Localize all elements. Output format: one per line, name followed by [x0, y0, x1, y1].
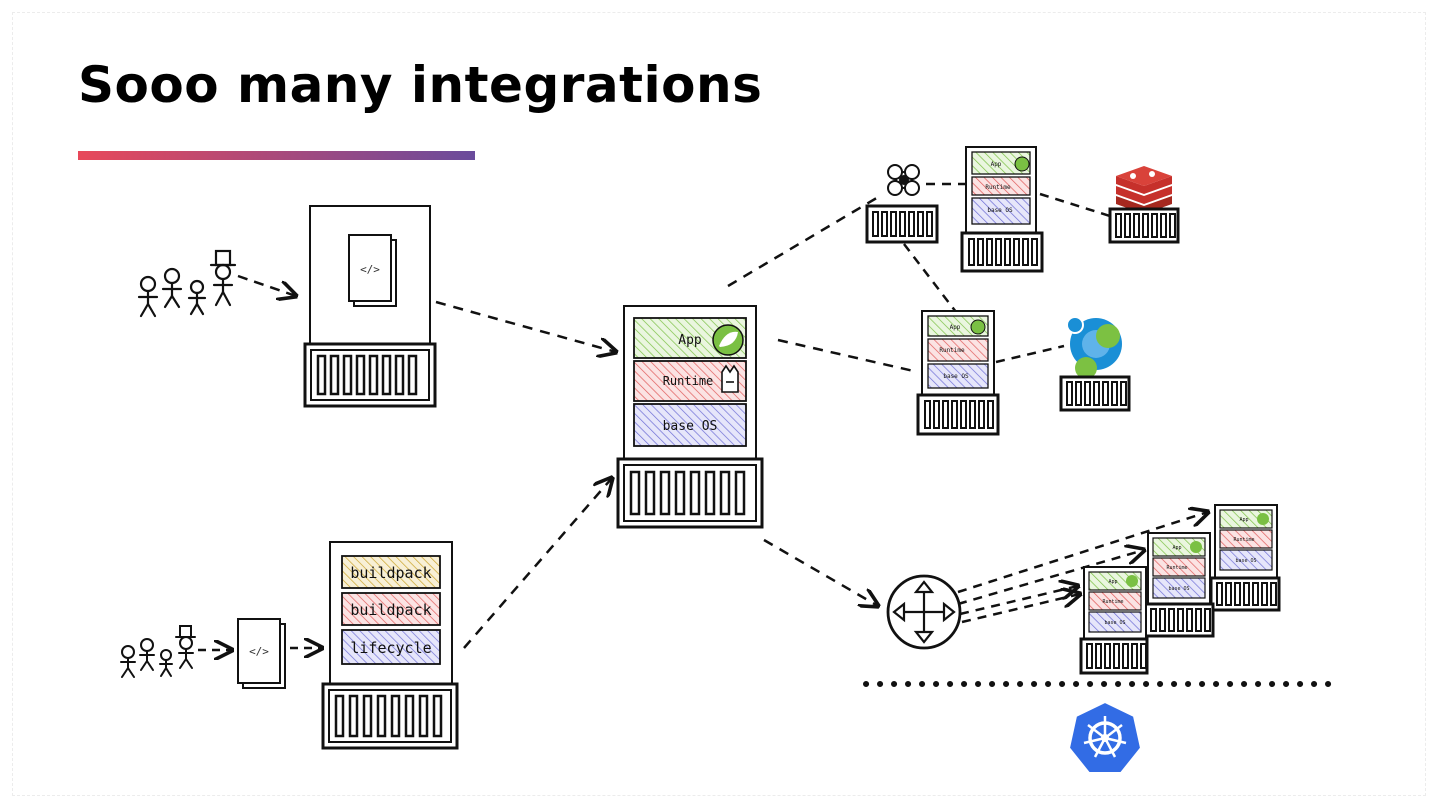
builder-box: buildpack buildpack lifecycle — [329, 541, 453, 687]
svg-text:Runtime: Runtime — [1102, 599, 1123, 605]
svg-text:App: App — [1239, 517, 1248, 523]
main-container-base — [616, 457, 764, 529]
neo4j-icon — [1066, 316, 1122, 379]
svg-text:Runtime: Runtime — [1233, 537, 1254, 543]
app-image-k8s-1-base — [1079, 637, 1149, 675]
main-layer-os: base OS — [663, 419, 718, 434]
main-layer-app: App — [678, 333, 702, 348]
main-image: App Runtime base OS — [623, 305, 757, 463]
builder-container-base — [321, 682, 459, 750]
builder-layer-lifecycle: lifecycle — [350, 639, 431, 657]
svg-text:base OS: base OS — [987, 207, 1013, 214]
title-underline — [78, 151, 475, 160]
app-image-middle: App Runtime base OS — [921, 310, 995, 398]
slide-frame — [12, 12, 1426, 796]
spring-leaf-icon — [712, 324, 744, 356]
svg-text:App: App — [1108, 579, 1117, 585]
app-image-k8s-3-base — [1209, 576, 1281, 612]
app-image-middle-base — [916, 393, 1000, 436]
svg-text:base OS: base OS — [1168, 586, 1189, 592]
redis-icon — [1116, 166, 1172, 214]
svg-text:base OS: base OS — [943, 373, 969, 380]
svg-text:App: App — [991, 161, 1002, 168]
container-base-icon — [303, 342, 437, 408]
builder-layer-buildpack-1: buildpack — [350, 564, 431, 582]
main-layer-runtime: Runtime — [663, 374, 714, 388]
app-image-k8s-3: App Runtime base OS — [1214, 504, 1278, 582]
runtime-cat-icon — [721, 364, 739, 393]
source-build-box: </> — [309, 205, 431, 347]
slide-title: Sooo many integrations — [78, 56, 763, 114]
mesh-container-base — [865, 204, 939, 244]
developers-icon — [137, 249, 237, 318]
router-icon — [886, 574, 962, 650]
app-image-k8s-2-base — [1143, 602, 1215, 638]
svg-text:Runtime: Runtime — [939, 347, 965, 354]
source-code-bottom-icon: </> — [237, 618, 286, 689]
app-image-top-base — [960, 231, 1044, 273]
svg-text:Runtime: Runtime — [985, 184, 1011, 191]
svg-text:App: App — [950, 324, 961, 331]
svg-text:base OS: base OS — [1104, 620, 1125, 626]
kubernetes-icon — [1067, 700, 1143, 774]
app-image-k8s-2: App Runtime base OS — [1147, 532, 1211, 608]
developers-bottom-icon — [120, 625, 196, 678]
svg-text:base OS: base OS — [1235, 558, 1256, 564]
redis-container-base — [1108, 207, 1180, 244]
svg-text:</>: </> — [249, 645, 269, 658]
neo4j-container-base — [1059, 375, 1131, 412]
service-mesh-icon — [887, 164, 920, 196]
svg-text:Runtime: Runtime — [1166, 565, 1187, 571]
builder-layer-buildpack-2: buildpack — [350, 601, 431, 619]
app-image-top: App Runtime base OS — [965, 146, 1037, 236]
source-code-icon: </> — [360, 263, 380, 276]
app-image-k8s-1: App Runtime base OS — [1083, 566, 1147, 642]
svg-text:App: App — [1172, 545, 1181, 551]
